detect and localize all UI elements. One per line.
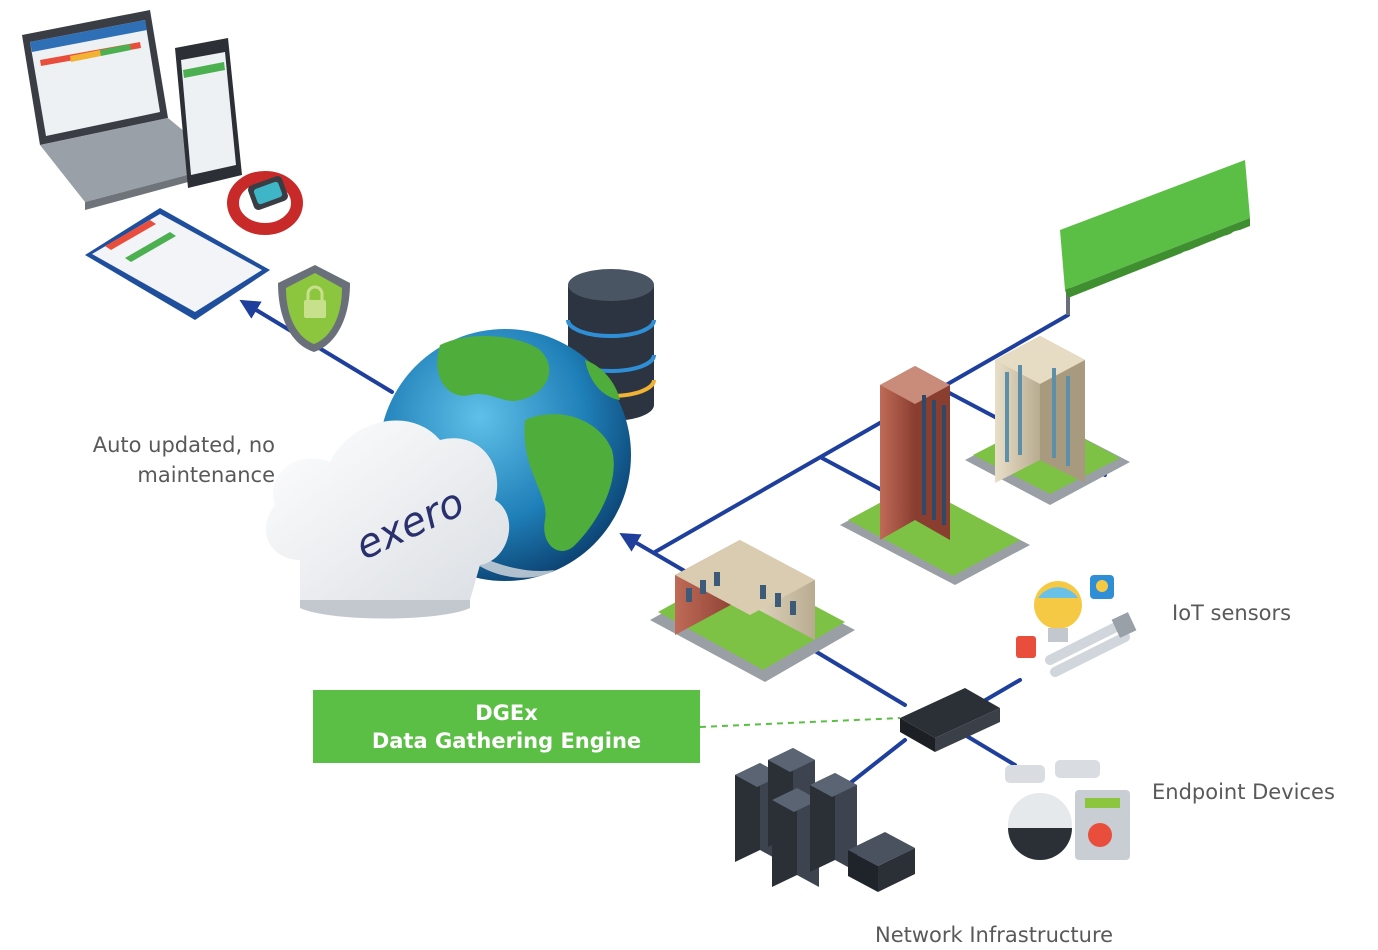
shield-icon <box>278 265 350 352</box>
dgex-dashed-connector <box>699 717 901 728</box>
dgex-subtitle: Data Gathering Engine <box>371 728 642 753</box>
site-building-tower-2 <box>965 336 1130 505</box>
cloud-icon <box>265 420 510 619</box>
tablet-icon <box>85 208 270 320</box>
backbone-line <box>653 313 1070 554</box>
dgex-label-box: DGEx Data Gathering Engine <box>313 690 700 763</box>
auto-updated-line-1: Auto updated, no <box>92 433 275 457</box>
dgex-title: DGEx <box>475 700 538 725</box>
dgex-to-endpoint-line <box>963 733 1017 767</box>
iot-sensors-label: IoT sensors <box>1172 601 1292 625</box>
phone-icon <box>175 38 242 188</box>
dgex-appliance-icon <box>900 688 1000 752</box>
network-infrastructure-icon <box>735 748 915 892</box>
more-sites-sign <box>1060 160 1250 315</box>
endpoint-devices-icon <box>1005 760 1130 860</box>
site-to-dgex-line <box>803 643 907 707</box>
smartwatch-icon <box>227 171 303 235</box>
network-infrastructure-label: Network Infrastructure <box>875 923 1114 947</box>
site-building-main <box>650 540 855 682</box>
auto-updated-label: Auto updated, no maintenance <box>40 430 275 490</box>
iot-sensors-icon <box>1016 575 1137 677</box>
endpoint-devices-label: Endpoint Devices <box>1152 780 1335 804</box>
laptop-icon <box>22 10 225 210</box>
auto-updated-line-2: maintenance <box>137 463 275 487</box>
site-building-tower-1 <box>840 366 1030 585</box>
